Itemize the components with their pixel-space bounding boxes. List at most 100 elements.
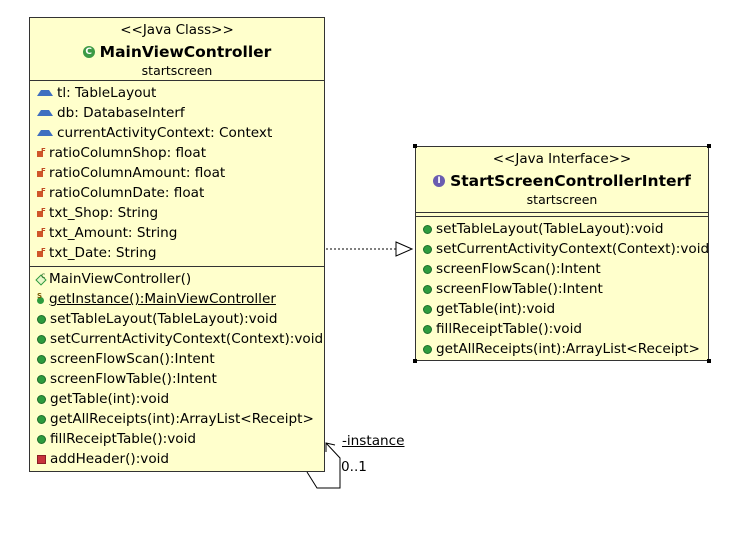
methods-compartment: MainViewController() getInstance():MainVi… (30, 266, 324, 472)
method-row-text: setCurrentActivityContext(Context):void (50, 331, 324, 347)
selection-handle[interactable] (707, 144, 711, 148)
divider (416, 212, 708, 213)
method-row[interactable]: screenFlowTable():Intent (416, 279, 708, 299)
fields-compartment: tl: TableLayout db: DatabaseInterf current… (30, 81, 324, 266)
selection-handle[interactable] (413, 359, 417, 363)
method-row[interactable]: screenFlowTable():Intent (30, 369, 324, 389)
public-method-icon (37, 314, 46, 324)
association-role-label: -instance (342, 433, 405, 449)
method-row-text: screenFlowScan():Intent (436, 261, 601, 277)
field-row-text: db: DatabaseInterf (57, 105, 185, 121)
public-method-icon (423, 344, 432, 354)
method-row-text: screenFlowTable():Intent (50, 371, 217, 387)
method-row[interactable]: screenFlowScan():Intent (416, 259, 708, 279)
method-row[interactable]: fillReceiptTable():void (30, 429, 324, 449)
interface-name: StartScreenControllerInterf (450, 172, 691, 190)
package-field-icon (37, 110, 53, 116)
field-row-text: ratioColumnAmount: float (49, 165, 226, 181)
public-method-icon (37, 374, 46, 384)
public-method-icon (37, 434, 46, 444)
class-header: <<Java Class>> C MainViewController star… (30, 18, 324, 80)
selection-handle[interactable] (707, 359, 711, 363)
method-row[interactable]: getTable(int):void (416, 299, 708, 319)
method-row[interactable]: setCurrentActivityContext(Context):void (416, 239, 710, 259)
field-row[interactable]: db: DatabaseInterf (30, 103, 324, 123)
methods-compartment: setTableLayout(TableLayout):void setCurre… (416, 217, 710, 362)
interface-header: <<Java Interface>> I StartScreenControll… (416, 147, 708, 209)
field-row[interactable]: ratioColumnShop: float (30, 141, 324, 163)
final-field-icon (36, 221, 46, 241)
method-row-text: setCurrentActivityContext(Context):void (436, 241, 710, 257)
field-row-text: txt_Amount: String (49, 225, 178, 241)
field-row[interactable]: tl: TableLayout (30, 83, 324, 103)
method-row[interactable]: setTableLayout(TableLayout):void (30, 309, 324, 329)
method-row-text: setTableLayout(TableLayout):void (50, 311, 278, 327)
method-row-text: getInstance():MainViewController (49, 291, 276, 307)
method-row[interactable]: getAllReceipts(int):ArrayList<Receipt> (30, 409, 324, 429)
method-row[interactable]: addHeader():void (30, 449, 324, 469)
method-row[interactable]: setCurrentActivityContext(Context):void (30, 329, 324, 349)
public-method-icon (423, 304, 432, 314)
public-method-icon (37, 414, 46, 424)
method-row[interactable]: MainViewController() (30, 266, 324, 289)
method-row-text: getAllReceipts(int):ArrayList<Receipt> (436, 341, 700, 357)
method-row-text: getTable(int):void (50, 391, 170, 407)
start-screen-controller-interface[interactable]: <<Java Interface>> I StartScreenControll… (415, 146, 709, 361)
class-stereotype: <<Java Class>> (120, 22, 234, 38)
method-row[interactable]: setTableLayout(TableLayout):void (416, 219, 708, 239)
method-row-text: setTableLayout(TableLayout):void (436, 221, 664, 237)
final-field-icon (36, 181, 46, 201)
class-package: startscreen (141, 63, 213, 78)
method-row[interactable]: getTable(int):void (30, 389, 324, 409)
package-field-icon (37, 130, 53, 136)
private-method-icon (37, 454, 46, 464)
field-row[interactable]: txt_Date: String (30, 241, 324, 263)
final-field-icon (36, 161, 46, 181)
field-row[interactable]: txt_Shop: String (30, 201, 324, 223)
final-field-icon (36, 201, 46, 221)
constructor-icon (36, 266, 46, 286)
method-row[interactable]: getInstance():MainViewController (30, 286, 324, 309)
divider (416, 216, 708, 217)
public-method-icon (423, 224, 432, 234)
main-view-controller-class[interactable]: <<Java Class>> C MainViewController star… (29, 17, 325, 472)
association-multiplicity-label: 0..1 (341, 459, 367, 475)
class-name: MainViewController (99, 43, 272, 61)
divider (30, 80, 324, 81)
final-field-icon (36, 141, 46, 161)
field-row[interactable]: ratioColumnAmount: float (30, 161, 324, 183)
method-row-text: fillReceiptTable():void (436, 321, 582, 337)
method-row-text: screenFlowTable():Intent (436, 281, 603, 297)
public-method-icon (423, 244, 432, 254)
field-row-text: txt_Date: String (49, 245, 157, 261)
public-method-icon (37, 354, 46, 364)
method-row-text: screenFlowScan():Intent (50, 351, 215, 367)
method-row-text: getTable(int):void (436, 301, 556, 317)
field-row-text: ratioColumnShop: float (49, 145, 207, 161)
public-method-icon (37, 394, 46, 404)
field-row[interactable]: currentActivityContext: Context (30, 123, 324, 143)
class-icon: C (82, 46, 95, 58)
method-row[interactable]: getAllReceipts(int):ArrayList<Receipt> (416, 339, 708, 359)
method-row[interactable]: fillReceiptTable():void (416, 319, 708, 339)
field-row-text: currentActivityContext: Context (57, 125, 273, 141)
public-method-icon (423, 264, 432, 274)
selection-handle[interactable] (413, 144, 417, 148)
field-row-text: tl: TableLayout (57, 85, 157, 101)
method-row-text: MainViewController() (49, 271, 192, 287)
field-row-text: ratioColumnDate: float (49, 185, 205, 201)
interface-icon: I (433, 175, 446, 187)
public-method-icon (423, 324, 432, 334)
package-field-icon (37, 90, 53, 96)
method-row-text: addHeader():void (50, 451, 170, 467)
field-row-text: txt_Shop: String (49, 205, 159, 221)
public-method-icon (423, 284, 432, 294)
method-row[interactable]: screenFlowScan():Intent (30, 349, 324, 369)
field-row[interactable]: ratioColumnDate: float (30, 181, 324, 203)
divider (30, 266, 324, 267)
static-method-icon (36, 286, 46, 306)
method-row-text: fillReceiptTable():void (50, 431, 196, 447)
final-field-icon (36, 241, 46, 261)
realization-arrowhead (395, 241, 414, 257)
field-row[interactable]: txt_Amount: String (30, 221, 324, 243)
